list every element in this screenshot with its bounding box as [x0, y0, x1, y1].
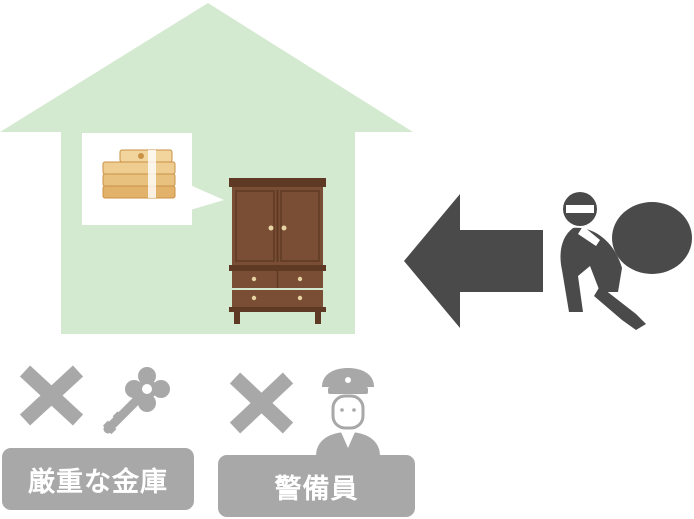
- wardrobe-icon: [229, 178, 326, 324]
- security-guard-icon: [316, 368, 380, 456]
- cross-icon: [19, 365, 84, 426]
- guard-label: 警備員: [218, 455, 415, 517]
- money-stack-icon: [102, 149, 176, 199]
- thief-icon: [560, 192, 692, 330]
- safe-label: 厳重な金庫: [2, 448, 194, 510]
- cross-icon: [229, 372, 294, 434]
- key-icon: [102, 367, 170, 435]
- house-illustration: [0, 3, 413, 334]
- arrow-left-icon: [404, 194, 543, 328]
